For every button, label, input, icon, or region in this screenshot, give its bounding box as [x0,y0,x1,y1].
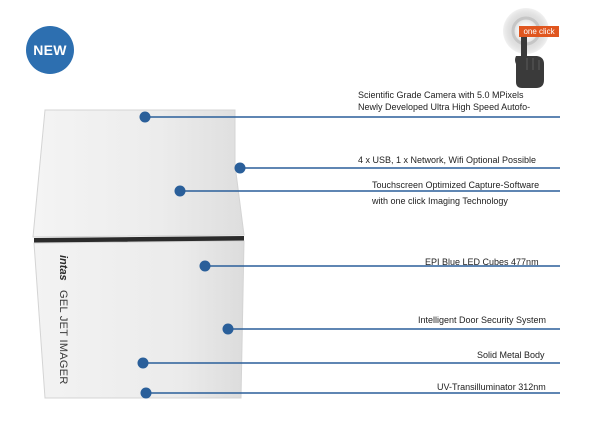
callout-dot-camera [139,111,151,123]
hand-pointer-icon [503,8,549,88]
device-upper-housing [32,109,245,238]
callout-dot-body [137,357,149,369]
callout-dot-door [222,323,234,335]
feature-software-line-2: with one click Imaging Technology [372,196,508,206]
callout-dot-connectivity [234,162,246,174]
callout-dot-led [199,260,211,272]
new-badge: NEW [26,26,74,74]
device-lower-housing [33,240,245,399]
feature-connectivity: 4 x USB, 1 x Network, Wifi Optional Poss… [358,155,537,165]
callout-dot-uv [140,387,152,399]
one-click-label: one click [519,26,559,37]
feature-camera-line-1: Scientific Grade Camera with 5.0 MPixels [358,90,524,100]
model-name-text: GEL JET IMAGER [57,290,69,385]
feature-camera-line-2: Newly Developed Ultra High Speed Autofo- [358,102,531,112]
brand-logo-text: intas [57,255,69,281]
feature-led: EPI Blue LED Cubes 477nm [425,257,539,267]
feature-uv: UV-Transilluminator 312nm [437,382,546,392]
feature-door: Intelligent Door Security System [418,315,547,325]
callout-lines [137,111,560,399]
feature-body: Solid Metal Body [477,350,545,360]
feature-software-line-1: Touchscreen Optimized Capture-Software [372,180,540,190]
callout-dot-software [174,185,186,197]
